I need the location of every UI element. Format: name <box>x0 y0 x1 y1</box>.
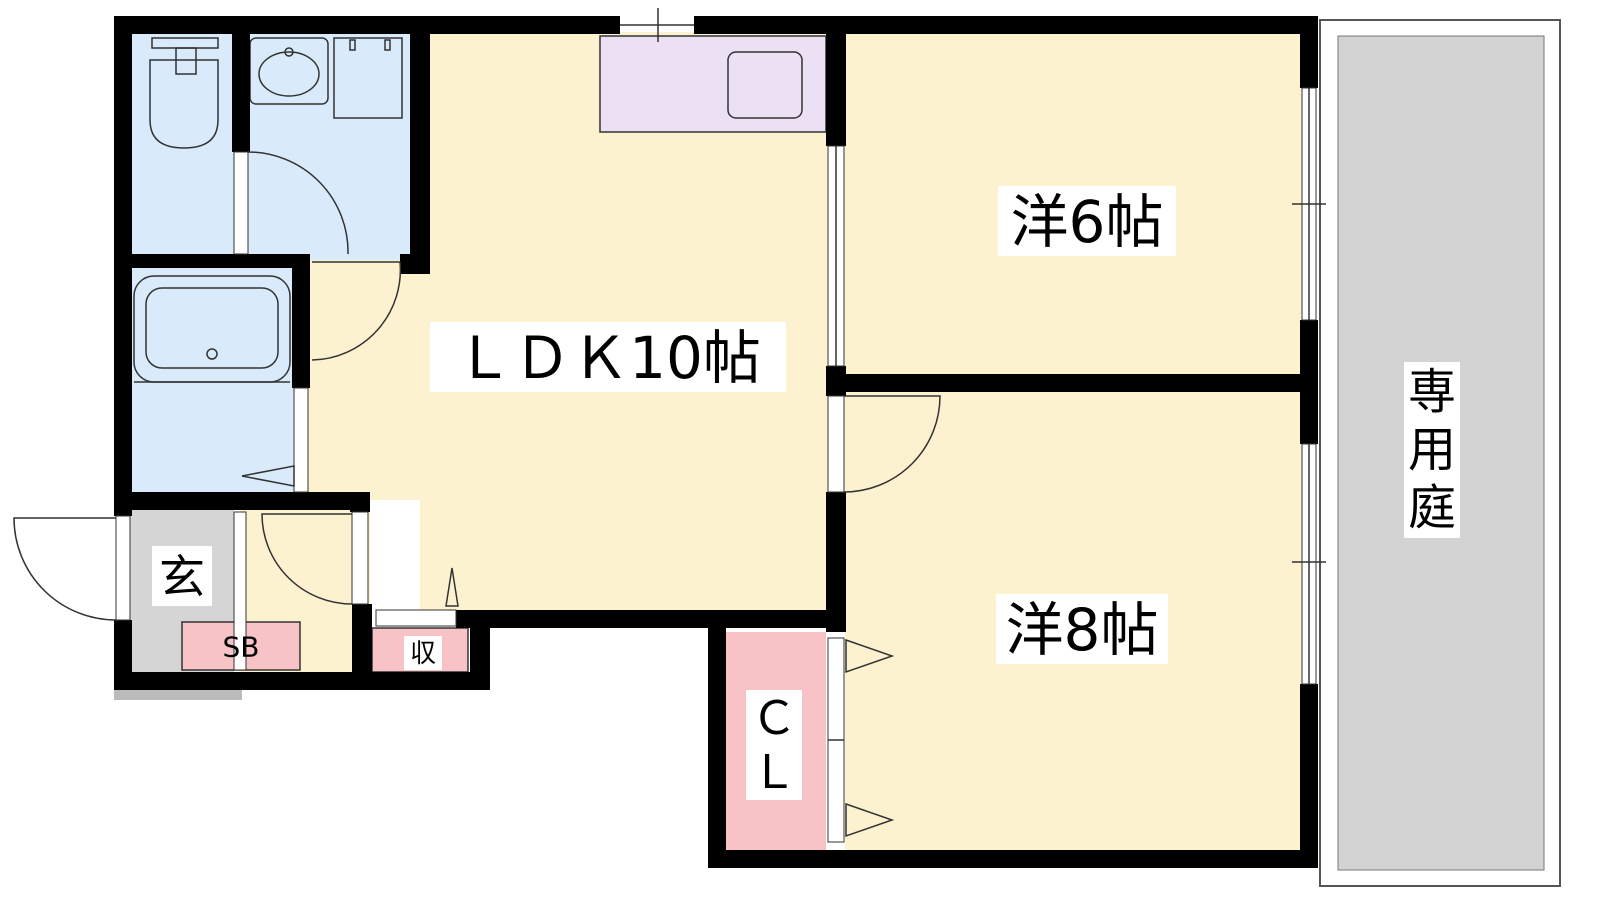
bathtub-fixture <box>133 275 291 383</box>
closet-label-bg <box>746 690 802 800</box>
garden-label-3: 庭 <box>1408 480 1456 536</box>
garden-label-1: 専 <box>1408 364 1456 420</box>
bathroom-floor <box>128 268 300 494</box>
openings <box>13 8 1326 843</box>
entrance-label-bg <box>152 546 212 606</box>
western-8-label-bg <box>996 594 1168 664</box>
toilet-fixture <box>149 37 219 149</box>
toilet-floor <box>128 32 240 260</box>
closet-label-2: Ｌ <box>751 745 797 799</box>
kitchen-sink <box>727 51 803 119</box>
closet-label-1: Ｃ <box>751 691 797 745</box>
entrance-label: 玄 <box>159 550 205 604</box>
ldk-label-bg <box>430 322 786 392</box>
washroom-floor <box>240 32 420 260</box>
ldk-floor-lower <box>300 260 430 500</box>
western-6-label: 洋6帖 <box>1011 188 1164 256</box>
western-8-label: 洋8帖 <box>1006 596 1159 664</box>
walls <box>114 16 1318 868</box>
garden-label-bg <box>1404 362 1460 538</box>
storage-label: 収 <box>410 639 436 669</box>
shoe-box-label: SB <box>223 631 260 664</box>
ldk-label: ＬＤＫ10帖 <box>455 324 761 392</box>
storage-label-bg <box>404 636 442 670</box>
western-6-label-bg <box>998 186 1176 256</box>
garden-label-2: 用 <box>1408 422 1456 478</box>
room-labels: ＬＤＫ10帖 洋6帖 洋8帖 専 用 庭 玄 SB 収 Ｃ Ｌ <box>152 186 1460 800</box>
